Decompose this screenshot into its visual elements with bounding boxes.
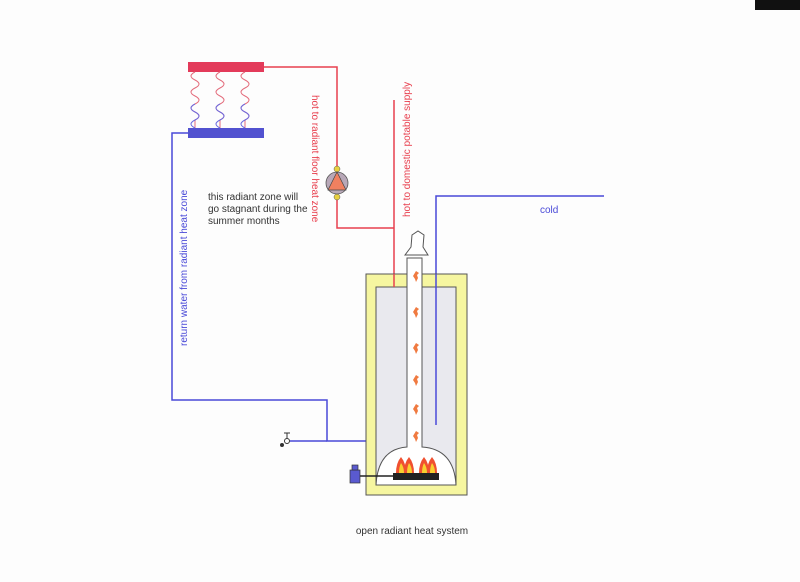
radiant-floor-coil xyxy=(188,62,264,138)
label-hot-domestic: hot to domestic potable supply xyxy=(402,82,413,217)
label-hot-radiant: hot to radiant floor heat zone xyxy=(309,95,320,223)
water-heater-tank xyxy=(349,230,468,496)
caption: open radiant heat system xyxy=(356,526,468,537)
label-cold: cold xyxy=(540,205,558,216)
scan-edge xyxy=(755,0,800,10)
hot-pipes xyxy=(264,66,395,287)
label-return-water: return water from radiant heat zone xyxy=(179,189,190,346)
note-line-1: this radiant zone will xyxy=(208,192,298,203)
drain-valve-icon xyxy=(280,432,290,447)
circulator-pump-icon xyxy=(325,165,349,201)
note-line-2: go stagnant during the xyxy=(208,204,308,215)
flue-cap-icon xyxy=(404,230,429,256)
burner-flames-icon xyxy=(393,457,439,480)
note-line-3: summer months xyxy=(208,216,280,227)
rising-heat-icons xyxy=(413,271,419,442)
gas-valve-icon xyxy=(349,469,361,484)
